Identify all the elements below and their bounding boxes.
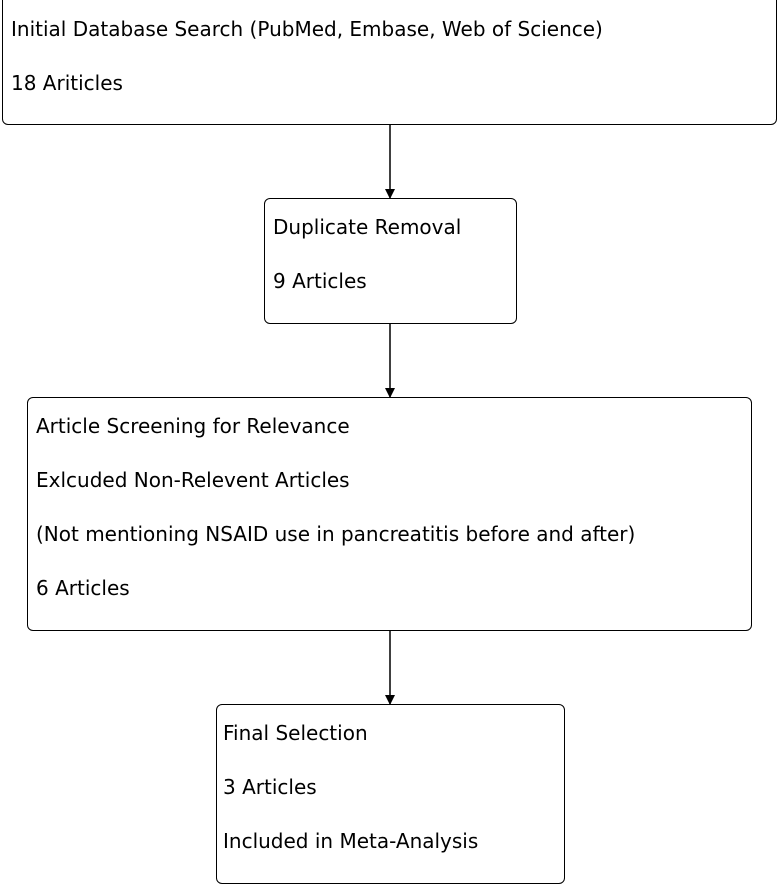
screening-excluded-label: Exlcuded Non-Relevent Articles — [36, 468, 350, 492]
initial-search-count: 18 Ariticles — [11, 71, 123, 95]
final-selection-title: Final Selection — [223, 721, 368, 745]
final-selection-note: Included in Meta-Analysis — [223, 829, 479, 853]
duplicate-removal-box: Duplicate Removal 9 Articles — [264, 198, 517, 324]
final-selection-count: 3 Articles — [223, 775, 317, 799]
final-selection-box: Final Selection 3 Articles Included in M… — [216, 704, 565, 884]
duplicate-removal-title: Duplicate Removal — [273, 215, 462, 239]
initial-search-title: Initial Database Search (PubMed, Embase,… — [11, 17, 603, 41]
screening-count: 6 Articles — [36, 576, 130, 600]
screening-box: Article Screening for Relevance Exlcuded… — [27, 397, 752, 631]
screening-title: Article Screening for Relevance — [36, 414, 350, 438]
initial-search-box: Initial Database Search (PubMed, Embase,… — [2, 0, 777, 125]
duplicate-removal-count: 9 Articles — [273, 269, 367, 293]
screening-exclusion-criteria: (Not mentioning NSAID use in pancreatiti… — [36, 522, 636, 546]
